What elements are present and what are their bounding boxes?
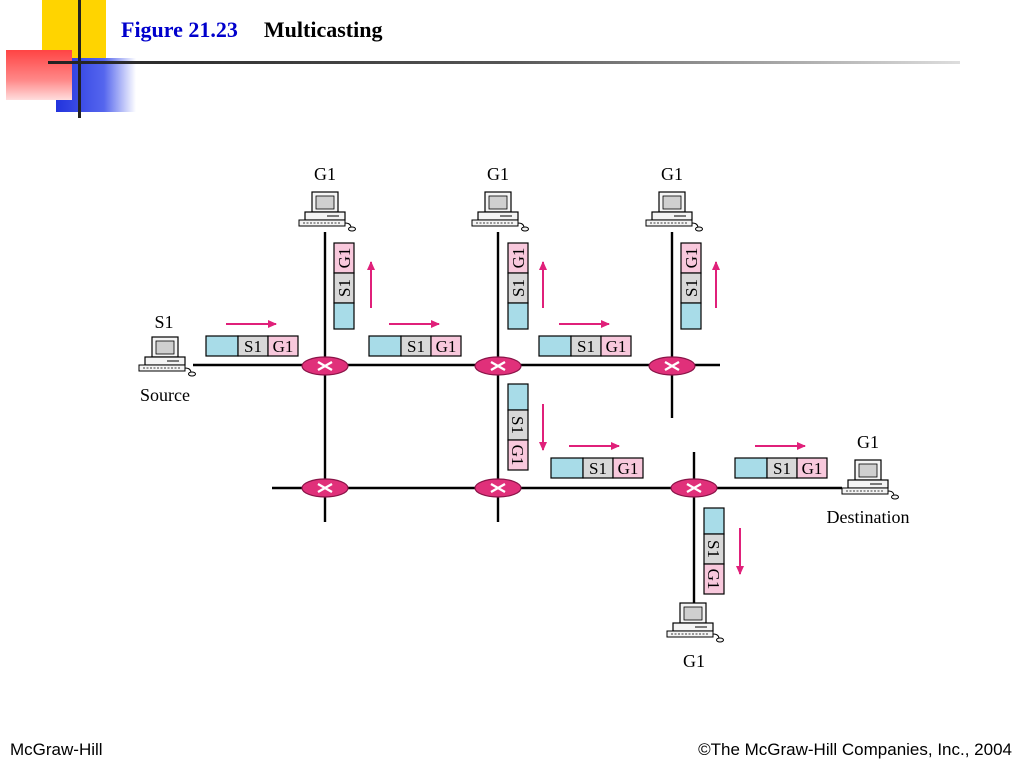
computer-icon — [841, 459, 900, 500]
packet-source-text: S1 — [682, 279, 701, 297]
packet-source-text: S1 — [509, 279, 528, 297]
packet-group-text: G1 — [436, 337, 457, 356]
packet-source-text: S1 — [577, 337, 595, 356]
packet-group-text: G1 — [508, 445, 527, 466]
packet-group-text: G1 — [704, 569, 723, 590]
source-station-label: S1 — [154, 312, 173, 332]
computer-icon — [471, 191, 530, 232]
packet-source-text: S1 — [704, 540, 723, 558]
router-icon — [300, 477, 350, 499]
computer-icon — [138, 336, 197, 377]
network-links — [193, 232, 842, 618]
computer-icon — [298, 191, 357, 232]
packet-source-text: S1 — [589, 459, 607, 478]
packet-source-text: S1 — [508, 416, 527, 434]
multicast-packet: S1 G1 — [550, 457, 644, 479]
packet-group-text: G1 — [509, 248, 528, 269]
packet-group-text: G1 — [802, 459, 823, 478]
slide-title: Figure 21.23 Multicasting — [121, 17, 382, 43]
corner-red-block — [6, 50, 72, 100]
packet-source-text: S1 — [773, 459, 791, 478]
member-label: G1 — [661, 164, 683, 184]
member-label: G1 — [314, 164, 336, 184]
router-icon — [669, 477, 719, 499]
computer-icon — [666, 602, 725, 643]
router-icon — [300, 355, 350, 377]
multicast-packet: S1 G1 — [205, 335, 299, 357]
footer-publisher: McGraw-Hill — [10, 740, 103, 759]
figure-number: Figure 21.23 — [121, 17, 238, 42]
member-label: G1 — [857, 432, 879, 452]
footer-copyright: ©The McGraw-Hill Companies, Inc., 2004 — [698, 740, 1012, 759]
source-caption: Source — [140, 385, 190, 405]
packet-source-text: S1 — [244, 337, 262, 356]
packet-group-text: G1 — [606, 337, 627, 356]
packet-group-text: G1 — [618, 459, 639, 478]
multicast-packet: S1 G1 — [538, 335, 632, 357]
packet-source-text: S1 — [407, 337, 425, 356]
computer-icon — [645, 191, 704, 232]
multicast-packet: S1 G1 — [734, 457, 828, 479]
member-label: G1 — [683, 651, 705, 671]
figure-title: Multicasting — [263, 17, 383, 42]
destination-caption: Destination — [827, 507, 910, 527]
packet-group-text: G1 — [335, 248, 354, 269]
router-icon — [647, 355, 697, 377]
packet-group-text: G1 — [682, 248, 701, 269]
router-icon — [473, 477, 523, 499]
packet-source-text: S1 — [335, 279, 354, 297]
corner-vertical-line — [78, 0, 81, 118]
member-label: G1 — [487, 164, 509, 184]
multicast-packet: S1 G1 — [368, 335, 462, 357]
packet-group-text: G1 — [273, 337, 294, 356]
title-rule — [48, 61, 960, 64]
router-icon — [473, 355, 523, 377]
